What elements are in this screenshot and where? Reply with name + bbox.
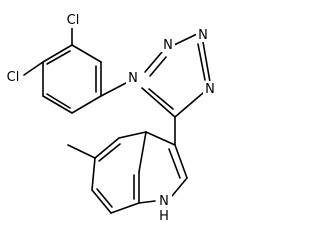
bond (23, 61, 44, 76)
bond (171, 177, 188, 197)
atom-indole-h-label: H (159, 209, 169, 224)
bond (118, 131, 147, 139)
atom-tetrazole-n1: N (126, 70, 140, 86)
bond-double (46, 50, 71, 65)
bond (100, 82, 127, 97)
bond-double (149, 56, 167, 77)
bond (91, 189, 112, 214)
bond (42, 44, 73, 63)
bond (144, 51, 163, 73)
atom-label-layer: Cl Cl N N N N N H (3, 11, 217, 224)
bond-double (98, 143, 121, 162)
bond (67, 144, 96, 159)
bond-double (96, 188, 113, 208)
atom-tetrazole-n1-label: N (128, 71, 138, 86)
bond-double (197, 43, 206, 81)
atom-indole-n-label: N (159, 194, 169, 209)
atom-cl-top-label: Cl (67, 13, 80, 28)
bond (94, 137, 120, 159)
bond (202, 41, 211, 83)
bond-layer (23, 27, 211, 214)
bond (138, 200, 156, 204)
bond (110, 202, 140, 214)
bond (71, 95, 102, 114)
atom-tetrazole-n2: N (161, 37, 175, 53)
bond (174, 144, 188, 179)
atom-tetrazole-n4: N (203, 81, 217, 97)
bond-double (46, 93, 71, 109)
atom-tetrazole-n3-label: N (198, 28, 208, 43)
atom-tetrazole-n3: N (196, 27, 210, 43)
bond (171, 33, 198, 47)
bond (71, 44, 102, 63)
bond (91, 157, 96, 191)
bond (145, 131, 176, 146)
atom-cl-left: Cl (3, 69, 22, 86)
bond (138, 131, 147, 173)
molecule-structure: Cl Cl N N N N N H (3, 11, 217, 224)
atom-cl-top: Cl (63, 11, 82, 28)
bond (174, 92, 204, 118)
atom-tetrazole-n4-label: N (205, 82, 215, 97)
atom-tetrazole-n2-label: N (163, 38, 173, 53)
bond (141, 87, 176, 118)
atom-indole-nh: N H (156, 192, 172, 224)
bond-double (168, 148, 181, 179)
atom-cl-left-label: Cl (7, 70, 20, 85)
bond (42, 95, 73, 114)
bond-double (148, 88, 174, 110)
